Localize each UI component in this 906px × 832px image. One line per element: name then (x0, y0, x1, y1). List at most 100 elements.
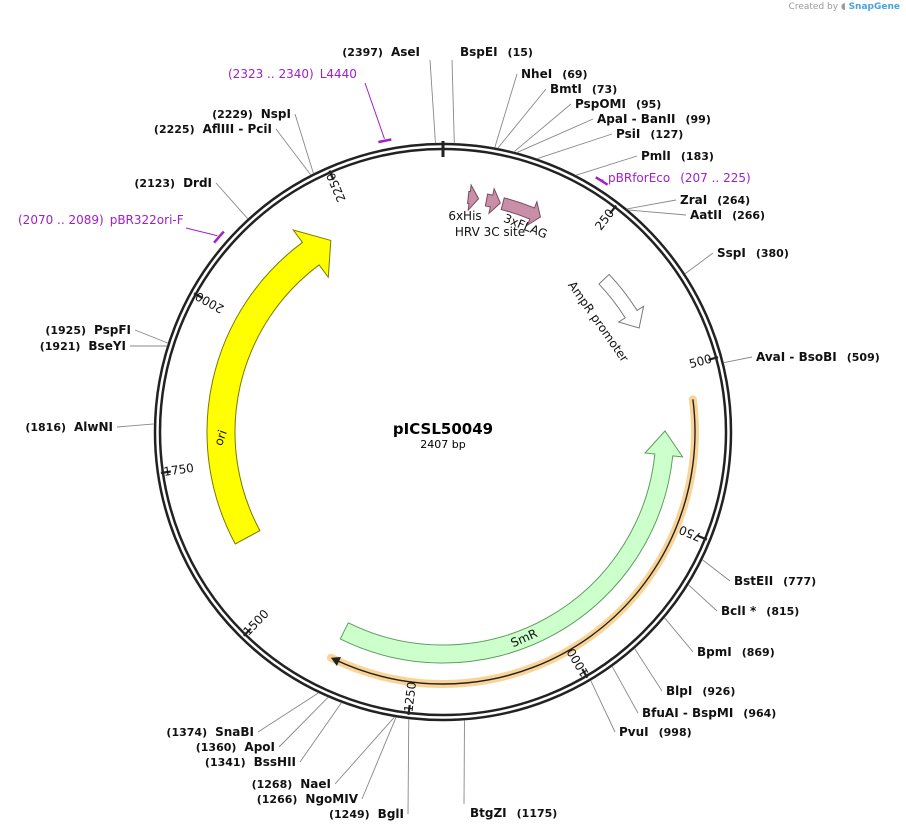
credit-brand: SnapGene (848, 2, 900, 12)
enzyme-position: (1925) (45, 324, 86, 337)
enzyme-label[interactable]: (2229)NspI (212, 107, 291, 121)
enzyme-leader-line (590, 680, 616, 733)
enzyme-name: BfuAI - BspMI (642, 706, 733, 720)
enzyme-label[interactable]: PspOMI(95) (575, 97, 661, 111)
enzyme-label[interactable]: (1374)SnaBI (166, 725, 254, 739)
feature-label-ori: ori (211, 428, 229, 447)
primer-leader-line (185, 227, 218, 237)
enzyme-leader-line (278, 696, 329, 748)
tick-label: 1500 (240, 607, 271, 639)
feature-ampr-promoter[interactable] (598, 273, 645, 329)
enzyme-name: AflIII - PciI (203, 122, 272, 136)
feature-tag-arrow[interactable] (467, 183, 480, 212)
enzyme-position: (869) (742, 646, 775, 659)
enzyme-label[interactable]: BspEI(15) (460, 45, 533, 59)
enzyme-label[interactable]: BclI *(815) (721, 604, 799, 618)
enzyme-name: NheI (521, 67, 552, 81)
tick-label: 750 (677, 523, 703, 545)
enzyme-label[interactable]: (1925)PspFI (45, 323, 131, 337)
tick-label: 2250 (324, 170, 349, 204)
primer-leader-line (364, 82, 385, 139)
enzyme-name: BssHII (254, 755, 296, 769)
enzyme-leader-line (215, 182, 249, 220)
enzyme-label[interactable]: (2397)AseI (342, 45, 420, 59)
enzyme-label[interactable]: AatII(266) (690, 208, 765, 222)
enzyme-label[interactable]: SspI(380) (717, 246, 789, 260)
enzyme-name: AvaI - BsoBI (756, 350, 837, 364)
enzyme-label[interactable]: (1266)NgoMIV (257, 792, 359, 806)
enzyme-position: (183) (681, 150, 714, 163)
primer-arrow[interactable] (213, 230, 225, 244)
primer-range: (2070 .. 2089) (18, 213, 104, 227)
enzyme-position: (998) (659, 726, 692, 739)
enzyme-leader-line (575, 155, 638, 176)
primer-label[interactable]: pBRforEco(207 .. 225) (608, 171, 751, 185)
enzyme-label[interactable]: BlpI (926) (666, 684, 735, 698)
enzyme-label[interactable]: BfuAI - BspMI(964) (642, 706, 776, 720)
enzyme-leader-line (513, 103, 572, 153)
feature-tag-arrow[interactable] (484, 187, 501, 215)
enzyme-label[interactable]: (2225)AflIII - PciI (154, 122, 272, 136)
enzyme-label[interactable]: (1360) ApoI (196, 740, 275, 754)
enzyme-position: (1360) (196, 741, 237, 754)
enzyme-position: (926) (702, 685, 735, 698)
enzyme-label[interactable]: PvuI(998) (619, 725, 692, 739)
enzyme-name: BlpI (666, 684, 692, 698)
enzyme-name: ApoI (244, 740, 275, 754)
primer-label[interactable]: (2070 .. 2089)pBR322ori-F (18, 213, 184, 227)
tick-label: 1750 (163, 461, 195, 479)
enzyme-label[interactable]: BmtI(73) (550, 82, 617, 96)
enzyme-label[interactable]: BtgZI(1175) (470, 806, 557, 820)
tick-mark (581, 668, 589, 679)
enzyme-position: (2397) (342, 46, 383, 59)
enzyme-position: (1268) (252, 778, 293, 791)
primer-range: (2323 .. 2340) (228, 67, 314, 81)
enzyme-label[interactable]: ApaI - BanII(99) (597, 112, 711, 126)
enzyme-label[interactable]: (1268)NaeI (252, 777, 331, 791)
enzyme-name: NgoMIV (305, 792, 358, 806)
enzyme-position: (73) (592, 83, 617, 96)
feature-label-6xhis: 6xHis (448, 209, 481, 223)
primer-name: L4440 (320, 67, 357, 81)
enzyme-leader-line (494, 73, 518, 148)
enzymes-layer: (2397)AseI BspEI(15) NheI (69)BmtI(73)PspOM… (25, 45, 879, 821)
tick-label: 1250 (401, 681, 419, 713)
enzyme-label[interactable]: (1816) AlwNI (25, 420, 113, 434)
enzyme-name: PspOMI (575, 97, 626, 111)
tick-mark (407, 704, 411, 716)
feature-ori[interactable] (206, 229, 332, 545)
enzyme-label[interactable]: (1341)BssHII (205, 755, 296, 769)
enzyme-leader-line (611, 666, 639, 714)
enzyme-leader-line (451, 59, 455, 144)
enzyme-label[interactable]: NheI (69) (521, 67, 588, 81)
feature-tag-arrow[interactable] (500, 197, 541, 227)
enzyme-label[interactable]: (2123)DrdI (134, 176, 212, 190)
enzyme-position: (69) (562, 68, 587, 81)
feature-smr[interactable] (339, 430, 684, 664)
enzyme-label[interactable]: PmlI(183) (641, 149, 714, 163)
enzyme-label[interactable]: ZraI(264) (680, 193, 750, 207)
enzyme-position: (99) (686, 113, 711, 126)
enzyme-leader-line (116, 423, 155, 428)
enzyme-leader-line (634, 648, 663, 692)
enzyme-label[interactable]: (1249)BglI (329, 807, 404, 821)
primer-arrow[interactable] (595, 176, 609, 186)
enzyme-position: (777) (783, 575, 816, 588)
enzyme-label[interactable]: BstEII(777) (734, 574, 816, 588)
enzyme-label[interactable]: (1921)BseYI (40, 339, 126, 353)
primer-arrow[interactable] (378, 138, 392, 144)
enzyme-leader-line (664, 617, 694, 653)
enzyme-label[interactable]: PsiI(127) (616, 127, 683, 141)
enzyme-name: AlwNI (74, 420, 113, 434)
enzyme-leader-line (723, 356, 753, 364)
primer-label[interactable]: (2323 .. 2340) L4440 (228, 67, 357, 81)
primers-layer: (2323 .. 2340) L4440 pBRforEco(207 .. 225)… (18, 67, 751, 244)
enzyme-position: (815) (766, 605, 799, 618)
enzyme-leader-line (275, 128, 312, 176)
primer-name: (207 .. 225) (680, 171, 750, 185)
enzyme-name: SnaBI (215, 725, 254, 739)
enzyme-label[interactable]: BpmI(869) (697, 645, 775, 659)
enzyme-label[interactable]: AvaI - BsoBI(509) (756, 350, 880, 364)
enzyme-position: (1816) (25, 421, 66, 434)
